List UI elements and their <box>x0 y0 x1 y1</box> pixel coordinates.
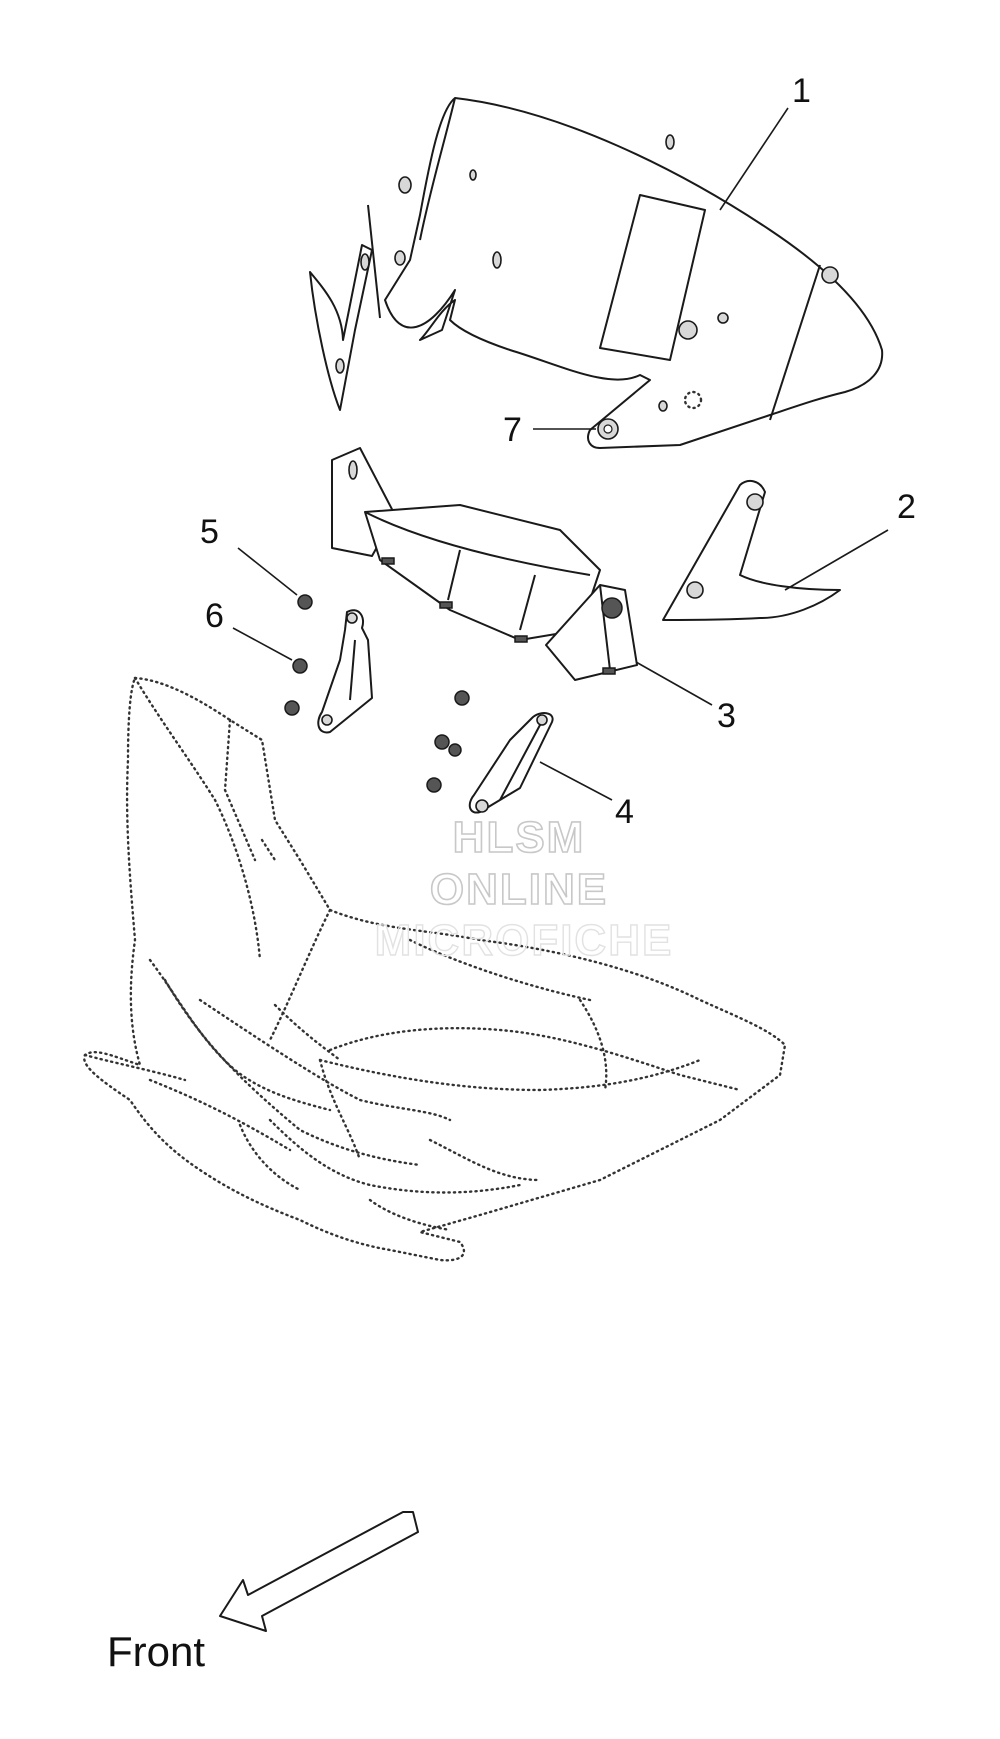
callout-3: 3 <box>717 697 736 735</box>
windshield-part-1 <box>367 97 884 449</box>
windshield-bracket-left <box>309 244 373 411</box>
hood-reference-outline <box>83 676 787 1262</box>
callout-6: 6 <box>205 597 224 635</box>
mount-bar-part-3 <box>331 447 713 706</box>
callout-5: 5 <box>200 513 219 551</box>
front-label: Front <box>107 1628 205 1675</box>
side-bracket-left <box>284 609 373 734</box>
watermark-line-2: ONLINE <box>430 865 608 914</box>
callout-4: 4 <box>615 793 634 831</box>
screw-part-5 <box>237 547 313 610</box>
callout-2: 2 <box>897 488 916 526</box>
screw-part-6 <box>232 627 308 674</box>
watermark-line-1: HLSM <box>453 813 586 862</box>
side-bracket-part-4 <box>426 690 613 814</box>
watermark-line-3: MICROFICHE <box>375 916 674 965</box>
washer-part-7 <box>533 418 619 440</box>
bracket-part-2 <box>662 479 889 621</box>
leader-line-1 <box>719 107 789 211</box>
front-direction-arrow <box>219 1511 419 1632</box>
callout-7: 7 <box>503 411 522 449</box>
callout-1: 1 <box>792 72 811 110</box>
